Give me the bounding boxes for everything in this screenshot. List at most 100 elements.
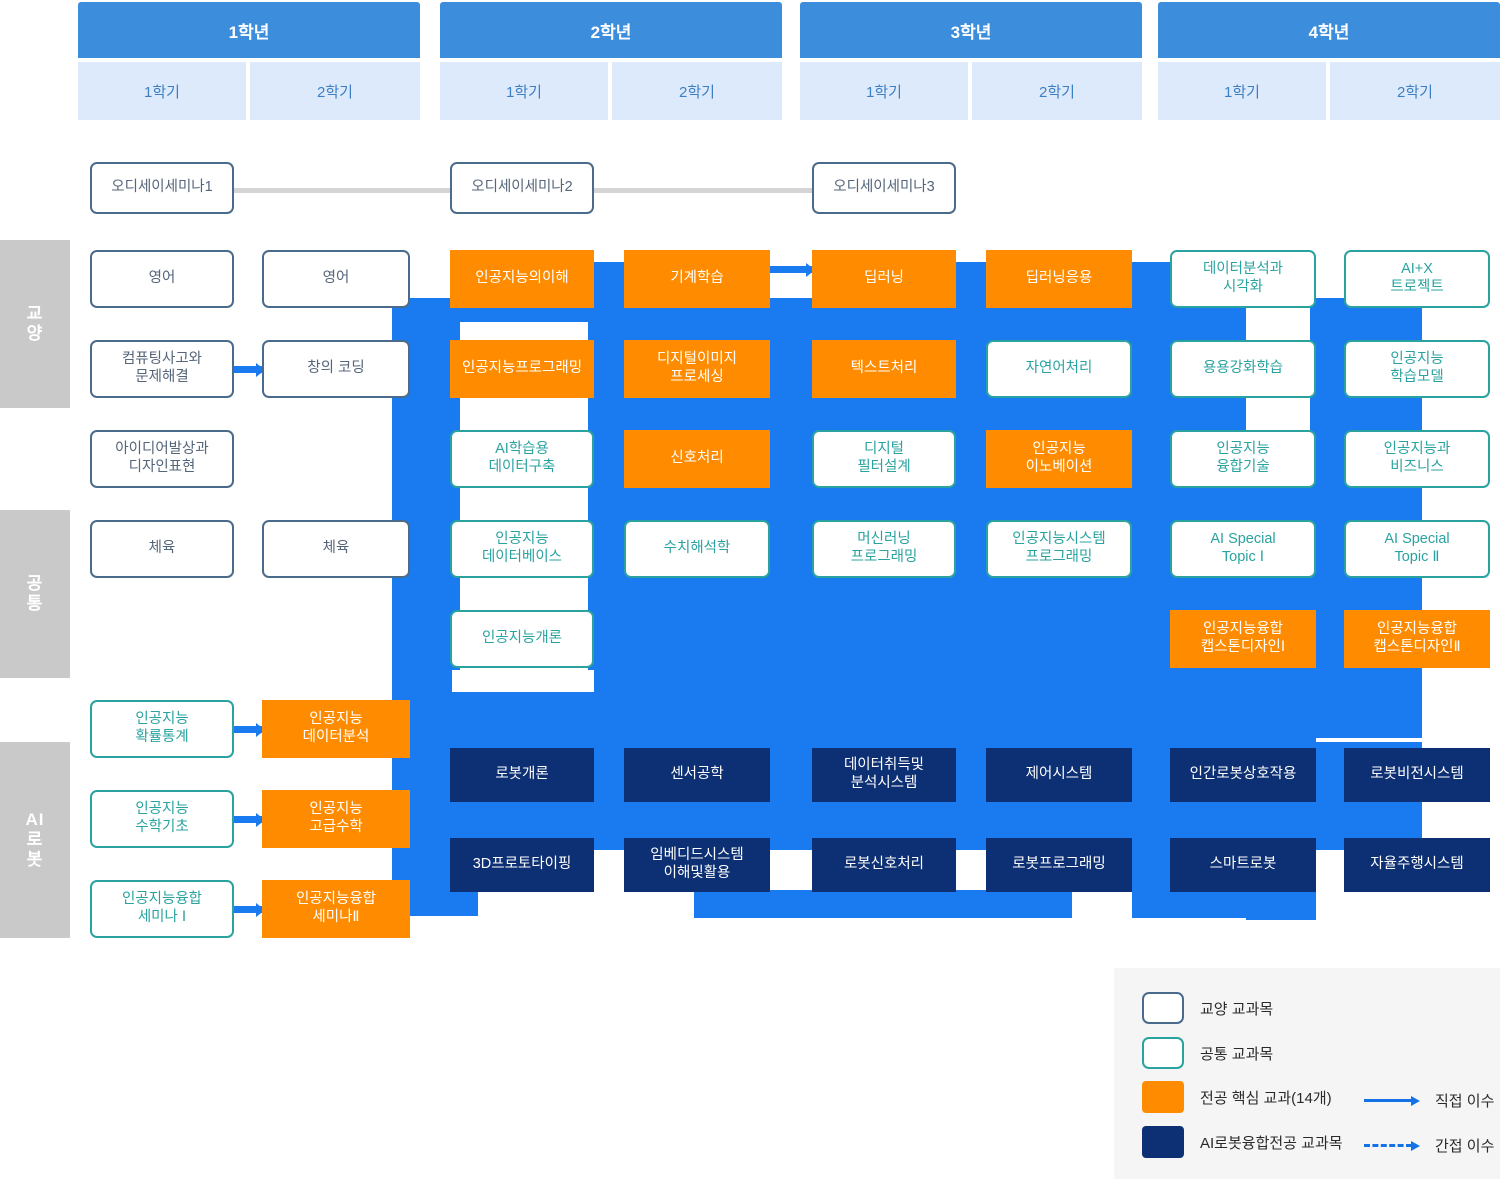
legend-arrow-label: 직접 이수 [1435, 1093, 1495, 1110]
legend-swatch-robot [1142, 1126, 1184, 1158]
course-label: 로봇비전시스템 [1370, 766, 1464, 783]
course-y3s1-1[interactable]: 텍스트처리 [812, 340, 956, 398]
course-label: 인공지능프로그래밍 [461, 360, 583, 377]
year-header-label: 3학년 [950, 22, 992, 42]
course-y4s1-1[interactable]: 용용강화학습 [1170, 340, 1316, 398]
course-y2s1-5[interactable]: 로봇개론 [450, 748, 594, 802]
year-header-3: 4학년 [1158, 2, 1500, 58]
semester-header-0-1: 2학기 [250, 62, 420, 120]
connector-ml-to-deep [770, 266, 812, 273]
connector-seminar1-to-seminar2 [234, 906, 262, 913]
course-label: 신호처리 [670, 450, 724, 467]
odyssey-link-2-3 [590, 188, 822, 193]
course-y2s1-4[interactable]: 인공지능개론 [450, 610, 594, 668]
odyssey-box-1[interactable]: 오디세이세미나1 [90, 162, 234, 214]
course-y3s2-5[interactable]: 로봇프로그래밍 [986, 838, 1132, 892]
course-y1s1-0[interactable]: 영어 [90, 250, 234, 308]
semester-header-label: 1학기 [144, 83, 180, 101]
course-y4s2-5[interactable]: 로봇비전시스템 [1344, 748, 1490, 802]
course-y2s1-1[interactable]: 인공지능프로그래밍 [450, 340, 594, 398]
semester-header-label: 2학기 [679, 83, 715, 101]
course-label: 체육 [148, 540, 176, 557]
semester-header-1-0: 1학기 [440, 62, 608, 120]
course-y4s2-6[interactable]: 자율주행시스템 [1344, 838, 1490, 892]
course-label: 로봇신호처리 [843, 856, 925, 873]
semester-header-3-0: 1학기 [1158, 62, 1326, 120]
connector-arrow-head [256, 723, 265, 737]
connector-arrow-head [256, 903, 265, 917]
semester-header-0-0: 1학기 [78, 62, 246, 120]
course-y3s1-5[interactable]: 로봇신호처리 [812, 838, 956, 892]
odyssey-box-2[interactable]: 오디세이세미나2 [450, 162, 594, 214]
course-y2s2-0[interactable]: 기계학습 [624, 250, 770, 308]
category-bar-gongtong: 공 통 [0, 510, 70, 678]
year-header-label: 4학년 [1308, 22, 1350, 42]
course-y4s1-6[interactable]: 스마트로봇 [1170, 838, 1316, 892]
course-y2s2-3[interactable]: 수치해석학 [624, 520, 770, 578]
course-y1s1-3[interactable]: 체육 [90, 520, 234, 578]
category-bar-airobot: AI 로 봇 [0, 742, 70, 938]
legend-label: 교양 교과목 [1200, 1000, 1274, 1018]
course-y2s2-4[interactable]: 센서공학 [624, 748, 770, 802]
arrow-head-icon [1411, 1095, 1420, 1106]
course-label: 자율주행시스템 [1370, 856, 1464, 873]
odyssey-box-3[interactable]: 오디세이세미나3 [812, 162, 956, 214]
course-y1s2-1[interactable]: 창의 코딩 [262, 340, 410, 398]
course-y4s1-5[interactable]: 인간로봇상호작용 [1170, 748, 1316, 802]
course-y1s2-0[interactable]: 영어 [262, 250, 410, 308]
flow-cutout-2 [452, 670, 594, 692]
course-y2s1-6[interactable]: 3D프로토타이핑 [450, 838, 594, 892]
course-y3s1-0[interactable]: 딥러닝 [812, 250, 956, 308]
legend-swatch-gongtong [1142, 1037, 1184, 1069]
course-label: 오디세이세미나2 [471, 179, 573, 196]
category-char: 통 [26, 594, 44, 613]
course-y3s2-0[interactable]: 딥러닝응용 [986, 250, 1132, 308]
course-y3s2-4[interactable]: 제어시스템 [986, 748, 1132, 802]
course-y2s1-0[interactable]: 인공지능의이해 [450, 250, 594, 308]
legend-swatch-gyoyang [1142, 992, 1184, 1024]
connector-prob-to-dataanalysis [234, 726, 262, 733]
legend-item-gyoyang: 교양 교과목 [1142, 992, 1273, 1024]
course-label: 창의 코딩 [307, 360, 365, 377]
course-y2s2-2[interactable]: 신호처리 [624, 430, 770, 488]
connector-arrow-head [256, 813, 265, 827]
course-y3s2-1[interactable]: 자연어처리 [986, 340, 1132, 398]
course-label: 체육 [322, 540, 350, 557]
connector-aiprog-to-dip [594, 356, 624, 363]
course-y1s2-2[interactable]: 체육 [262, 520, 410, 578]
